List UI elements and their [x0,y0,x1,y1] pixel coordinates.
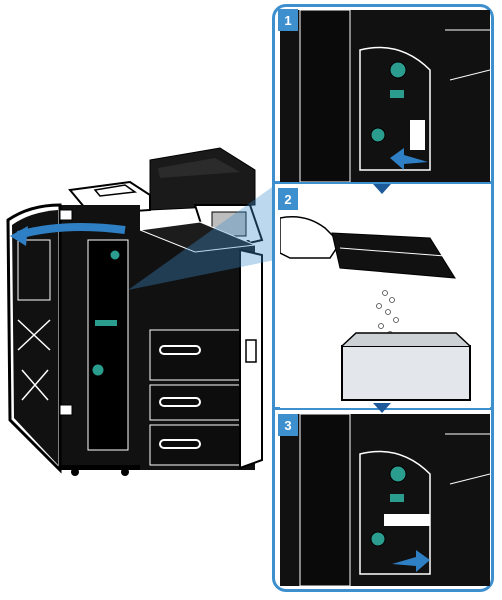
finisher-machine-illustration [6,147,275,476]
step-1-image [280,10,490,182]
step-2-badge: 2 [278,188,298,210]
step-1-badge: 1 [278,9,298,31]
step-3-image [280,414,490,586]
next-step-arrow-icon [373,184,391,194]
step-3-badge: 3 [278,414,298,436]
step-2-image [280,188,490,408]
step-divider [275,181,491,184]
next-step-arrow-icon [373,403,391,413]
